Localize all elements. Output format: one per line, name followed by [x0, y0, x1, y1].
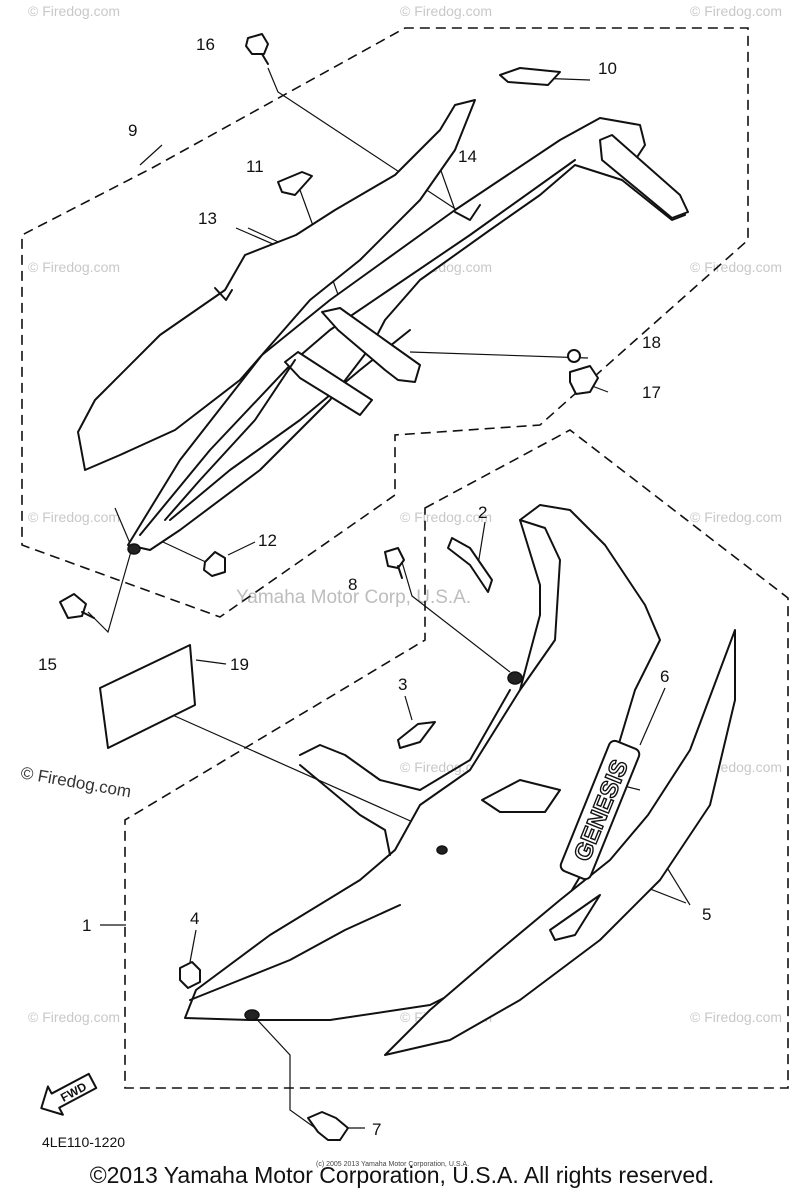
leader-15	[87, 507, 133, 634]
bolt-15-shank	[81, 611, 95, 619]
damper-3	[397, 721, 436, 749]
cover-1-grommet-hole	[507, 671, 523, 685]
watermark-firedog: © Firedog.com	[28, 3, 120, 19]
fwd-arrow: FWD	[40, 1072, 98, 1116]
callout-8: 8	[348, 575, 357, 594]
side-cover-13	[77, 99, 476, 471]
callout-16: 16	[196, 35, 215, 54]
watermark-firedog: © Firedog.com	[690, 509, 782, 525]
bracket-hole	[127, 543, 141, 555]
watermark-yamaha: Yamaha Motor Corp, U.S.A.	[236, 587, 471, 608]
fwd-arrow-shape	[40, 1072, 98, 1116]
leader-6	[639, 687, 666, 746]
small-parts-lower	[179, 537, 493, 1141]
trim-strip-5	[384, 629, 736, 1056]
cover-1-inner-edge	[299, 764, 391, 856]
leader-18	[409, 351, 589, 359]
screw-8-shank	[397, 565, 403, 579]
plate-19-body	[99, 644, 196, 749]
screw-8-head	[384, 547, 405, 569]
callout-12: 12	[258, 531, 277, 550]
leader-4	[189, 929, 197, 963]
bolt-15-head	[59, 593, 87, 619]
callout-19: 19	[230, 655, 249, 674]
callout-3: 3	[398, 675, 407, 694]
small-parts-upper	[59, 33, 599, 619]
nut-17	[569, 365, 599, 395]
callout-14: 14	[458, 147, 477, 166]
grommet-12	[203, 551, 226, 577]
copyright-footer: ©2013 Yamaha Motor Corporation, U.S.A. A…	[89, 1162, 715, 1188]
upper-bracket-assembly	[127, 117, 689, 555]
damper-11	[277, 171, 313, 196]
watermark-firedog: © Firedog.com	[690, 259, 782, 275]
callout-labels: 16 10 9 14 11 13 18 17 2 12 8 15 19 6 3 …	[38, 35, 711, 1139]
grommet-4	[179, 961, 201, 989]
cover-1-mount-hole	[244, 1009, 260, 1021]
callout-10: 10	[598, 59, 617, 78]
dashed-boundary-upper	[21, 27, 749, 618]
callout-1: 1	[82, 916, 91, 935]
watermark-firedog: © Firedog.com	[690, 1009, 782, 1025]
plate-19	[99, 644, 196, 749]
dashed-boundary-lower	[124, 429, 789, 1089]
leader-9	[139, 144, 163, 166]
cover-13-notch	[214, 287, 233, 301]
cover-1-upper-flange	[299, 689, 511, 791]
callout-6: 6	[660, 667, 669, 686]
callout-17: 17	[642, 383, 661, 402]
callout-18: 18	[642, 333, 661, 352]
watermark-firedog: © Firedog.com	[690, 3, 782, 19]
cover-1-vent	[481, 779, 561, 813]
upper-bracket-end	[599, 134, 689, 219]
tiny-copyright: (c) 2005 2013 Yamaha Motor Corporation, …	[316, 1161, 469, 1168]
watermark-firedog-large: © Firedog.com	[19, 763, 132, 801]
callout-5: 5	[702, 905, 711, 924]
screw-16-shank	[261, 53, 269, 65]
leader-3	[404, 695, 413, 721]
upper-bracket-inner	[164, 359, 296, 521]
upper-bracket-body	[127, 117, 686, 551]
upper-bracket-tab	[321, 307, 421, 383]
callout-4: 4	[190, 909, 199, 928]
watermark-firedog: © Firedog.com	[28, 509, 120, 525]
callout-7: 7	[372, 1120, 381, 1139]
callout-9: 9	[128, 121, 137, 140]
bolt-7	[307, 1111, 349, 1141]
leader-8	[401, 561, 511, 673]
upper-bracket-edge	[139, 159, 576, 536]
screw-18	[567, 349, 581, 363]
cover-1-lower-edge	[189, 904, 401, 1001]
watermark-firedog: © Firedog.com	[400, 3, 492, 19]
assembly-boundaries	[21, 27, 789, 1089]
emblem-plate	[559, 739, 641, 881]
watermark-firedog: © Firedog.com	[400, 509, 492, 525]
leader-2	[477, 521, 486, 566]
leader-7	[249, 1011, 326, 1136]
trim-strip-clip	[549, 894, 601, 941]
damper-10	[499, 67, 561, 86]
trim-strip-body	[384, 629, 736, 1056]
callout-2: 2	[478, 503, 487, 522]
watermark-firedog: © Firedog.com	[28, 259, 120, 275]
diagram-code: 4LE110-1220	[42, 1134, 125, 1150]
upper-bracket-crossbar	[284, 351, 373, 416]
watermark-firedog: © Firedog.com	[28, 1009, 120, 1025]
leader-14	[439, 167, 456, 211]
callout-15: 15	[38, 655, 57, 674]
leader-17	[591, 385, 609, 393]
damper-2	[447, 537, 493, 593]
callout-13: 13	[198, 209, 217, 228]
cover-1-rear-edge	[519, 519, 561, 691]
item-14-clip	[454, 204, 481, 221]
upper-cover-panel	[77, 99, 476, 471]
callout-11: 11	[246, 157, 264, 176]
leader-19	[195, 659, 227, 665]
screw-16-head	[245, 33, 269, 55]
cover-1-hole	[436, 845, 448, 855]
